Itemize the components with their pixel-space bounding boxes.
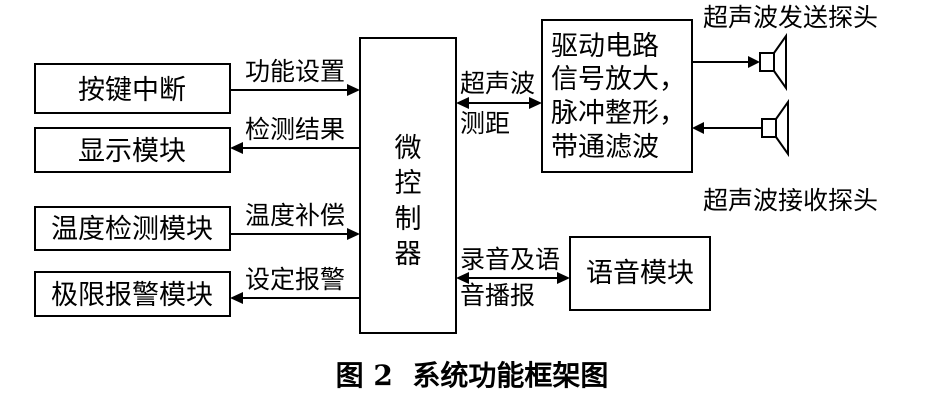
ultrasonic-ranging-line-2: 测距 bbox=[460, 109, 510, 138]
microcontroller-block: 微 控 制 器 bbox=[359, 37, 457, 334]
display-label: 显示模块 bbox=[78, 136, 186, 167]
arrow-detect-result bbox=[230, 142, 360, 154]
voice-module-label: 语音模块 bbox=[586, 258, 694, 289]
drive-circuit-line-2: 信号放大， bbox=[551, 64, 686, 95]
mcu-char-4: 器 bbox=[395, 239, 422, 270]
set-alarm-label: 设定报警 bbox=[245, 265, 345, 294]
temp-compensation-label: 温度补偿 bbox=[245, 201, 345, 230]
temp-detect-label: 温度检测模块 bbox=[51, 214, 213, 245]
temp-detect-block: 温度检测模块 bbox=[34, 206, 231, 251]
drive-circuit-line-4: 带通滤波 bbox=[551, 132, 659, 163]
mcu-char-1: 微 bbox=[395, 133, 422, 164]
limit-alarm-label: 极限报警模块 bbox=[51, 280, 213, 311]
drive-circuit-block: 驱动电路 信号放大， 脉冲整形， 带通滤波 bbox=[541, 19, 693, 173]
key-interrupt-label: 按键中断 bbox=[78, 75, 186, 106]
detect-result-label: 检测结果 bbox=[245, 115, 345, 144]
ultrasonic-ranging-line-1: 超声波 bbox=[460, 69, 535, 98]
arrow-temp-compensation bbox=[230, 228, 360, 240]
function-setting-label: 功能设置 bbox=[245, 57, 345, 86]
drive-circuit-line-3: 脉冲整形， bbox=[551, 98, 686, 129]
mcu-char-3: 制 bbox=[395, 204, 422, 235]
key-interrupt-block: 按键中断 bbox=[34, 63, 231, 114]
voice-module-block: 语音模块 bbox=[569, 236, 711, 311]
transmit-probe-icon bbox=[759, 32, 787, 92]
receive-probe-icon bbox=[761, 98, 789, 158]
figure-caption: 图 2 系统功能框架图 bbox=[336, 359, 609, 392]
arrow-function-setting bbox=[230, 84, 360, 96]
mcu-char-2: 控 bbox=[395, 168, 422, 199]
display-block: 显示模块 bbox=[34, 127, 231, 173]
drive-circuit-line-1: 驱动电路 bbox=[551, 31, 659, 62]
transmit-probe-label: 超声波发送探头 bbox=[703, 3, 878, 32]
arrow-set-alarm bbox=[230, 292, 360, 304]
arrow-from-receiver bbox=[692, 122, 762, 134]
voice-link-line-2: 音播报 bbox=[460, 281, 535, 310]
arrow-ultrasonic-ranging bbox=[456, 97, 542, 109]
receive-probe-label: 超声波接收探头 bbox=[703, 186, 878, 215]
arrow-to-transmitter bbox=[692, 56, 760, 68]
arrow-voice-link bbox=[456, 272, 570, 284]
limit-alarm-block: 极限报警模块 bbox=[34, 271, 231, 317]
voice-link-line-1: 录音及语 bbox=[460, 245, 560, 274]
